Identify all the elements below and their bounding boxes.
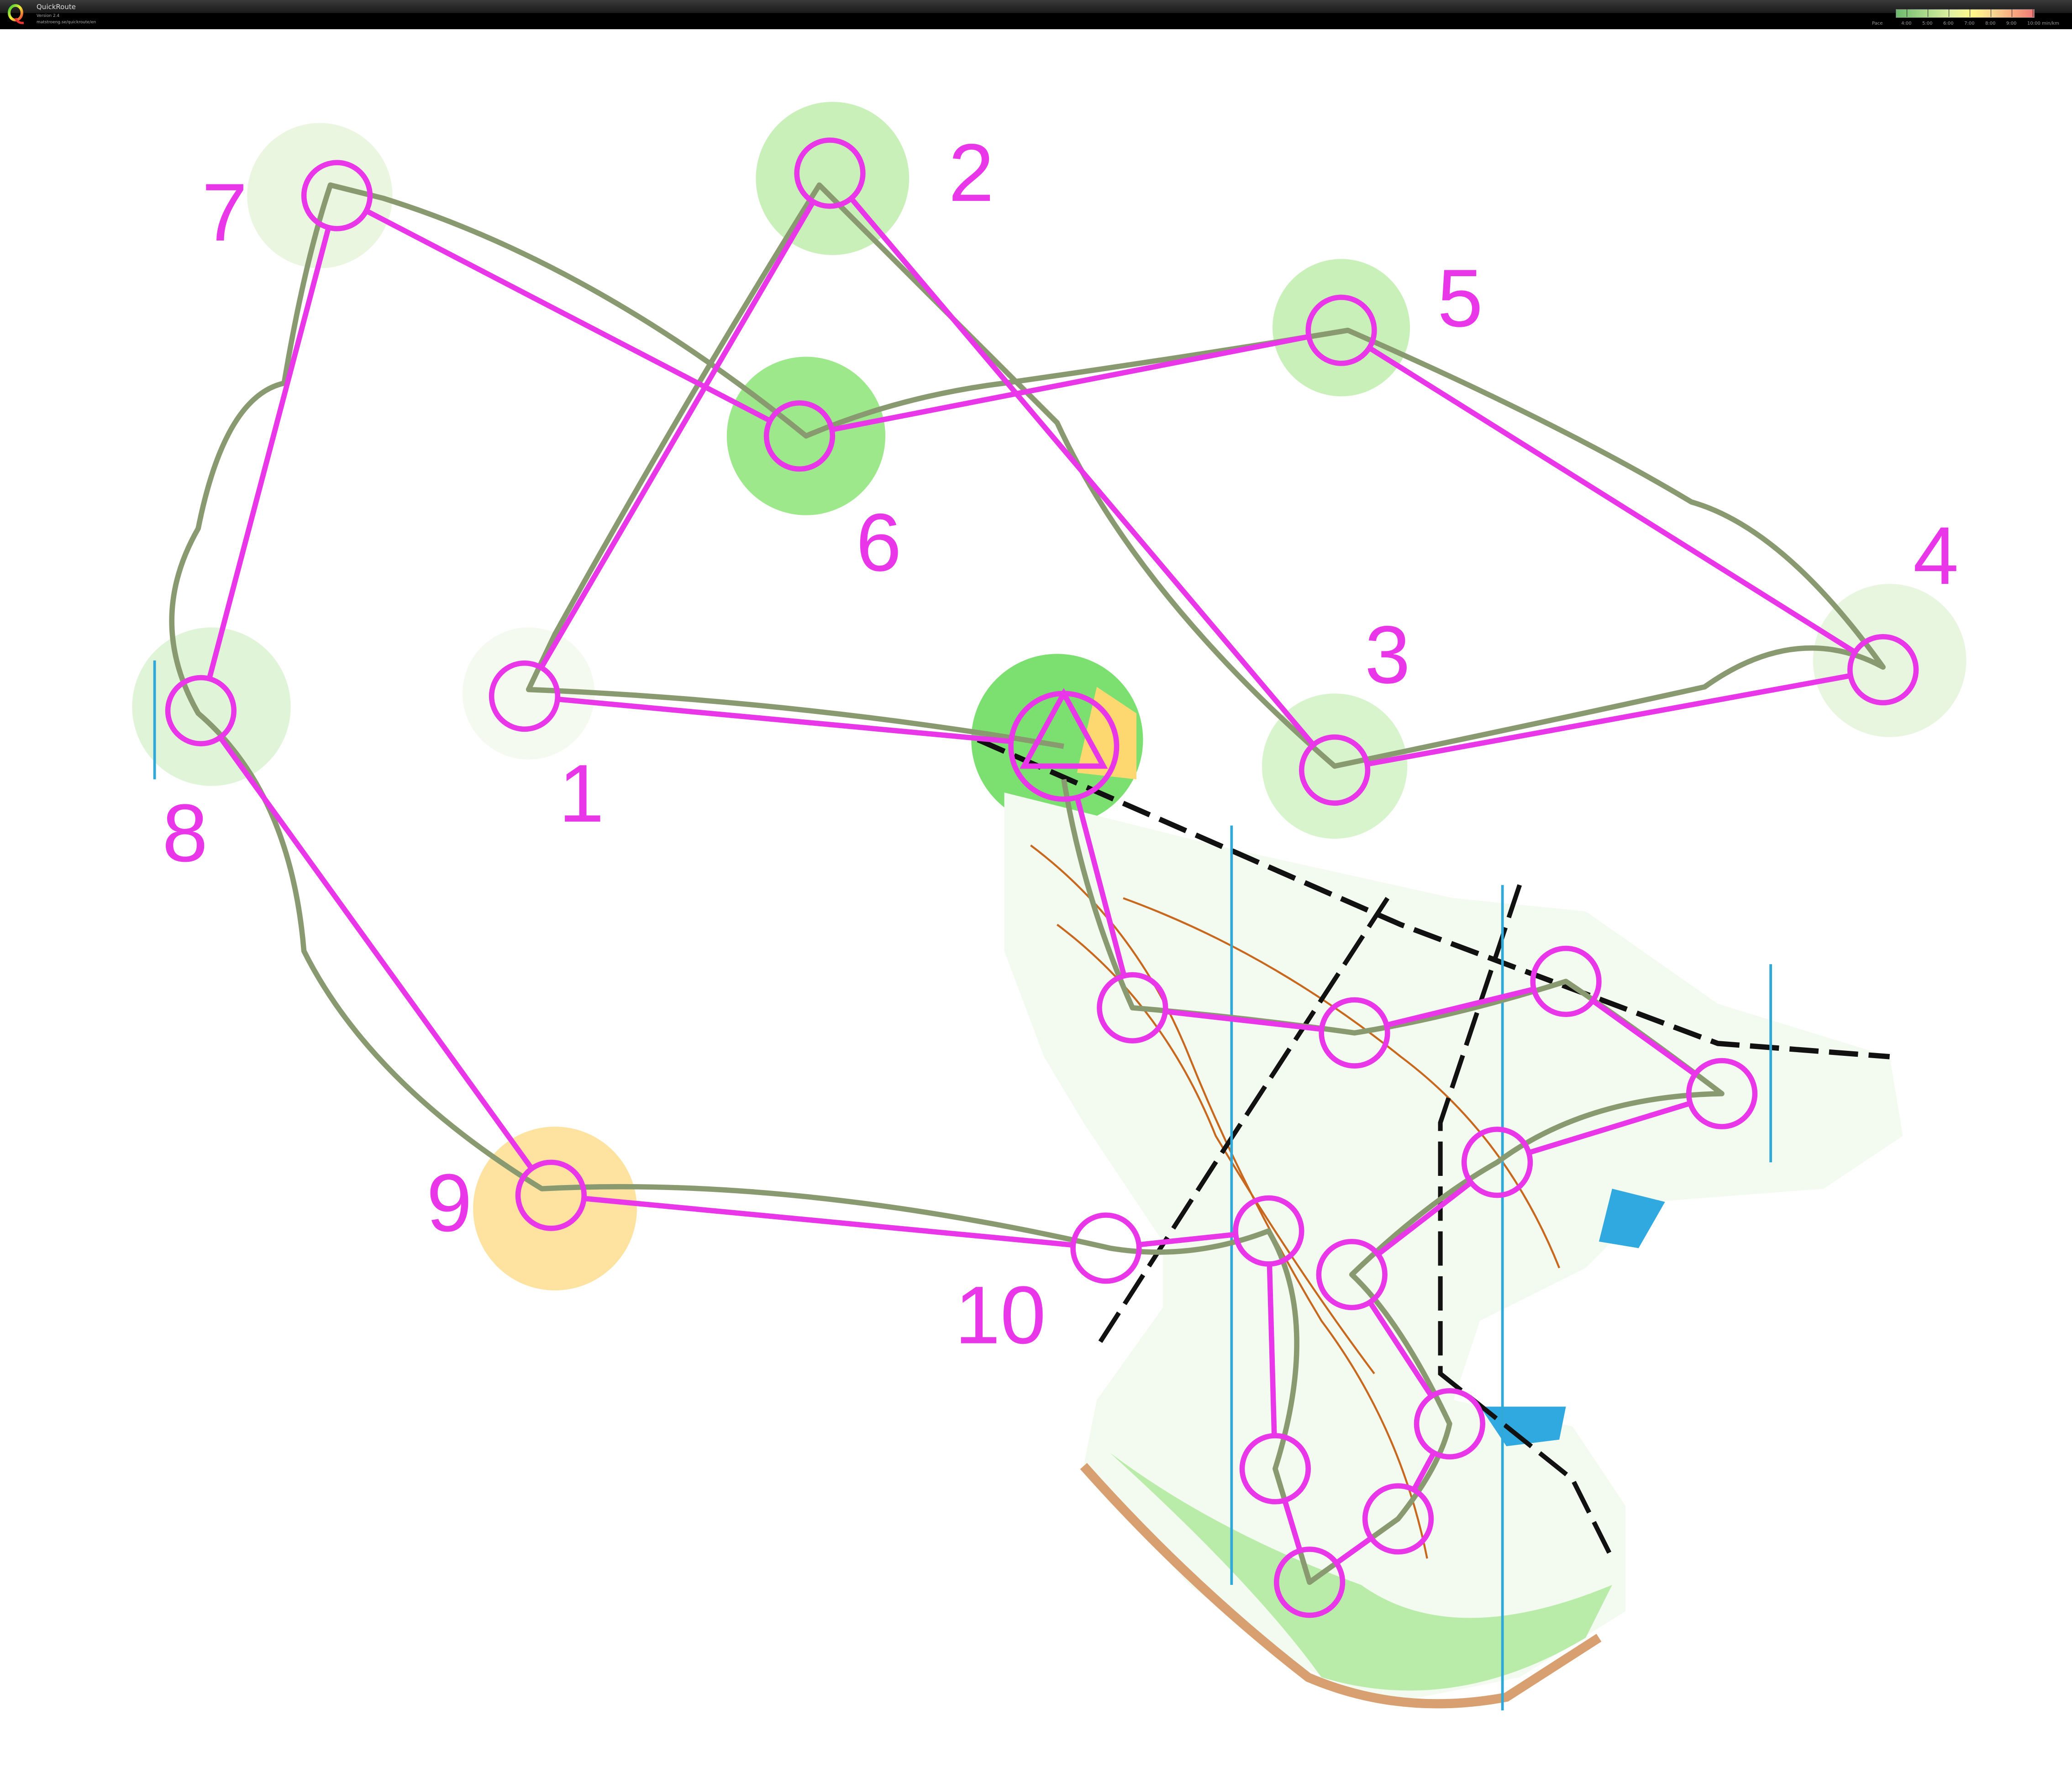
control-circle[interactable]: [489, 660, 561, 732]
control-circle[interactable]: [165, 675, 237, 746]
pace-tick-label: 7:00: [1964, 21, 1975, 26]
control-circle[interactable]: [1316, 1239, 1388, 1311]
pace-tick-label: 8:00: [1985, 21, 1996, 26]
course-leg: [1165, 1009, 1322, 1032]
pace-tick-label: 6:00: [1943, 21, 1954, 26]
control-circle[interactable]: [1097, 972, 1168, 1044]
control-circle[interactable]: [1305, 294, 1377, 366]
course-leg: [831, 334, 1309, 432]
course-leg: [1335, 1536, 1373, 1565]
pace-tick-label: 10:00: [2027, 21, 2040, 26]
start-triangle-icon: [1020, 688, 1108, 769]
gps-route-track: [169, 182, 1886, 1585]
pace-unit: min/km: [2042, 21, 2059, 26]
control-number: 1: [559, 748, 605, 839]
control-circle[interactable]: [1414, 1388, 1486, 1460]
app-version: Version 2.4: [37, 14, 60, 18]
control-circle[interactable]: [794, 137, 866, 209]
course-leg: [557, 696, 1012, 744]
course-leg: [365, 208, 772, 423]
control-circle[interactable]: [1686, 1058, 1758, 1129]
course-leg: [1386, 986, 1535, 1028]
pace-tick-label: 5:00: [1922, 21, 1933, 26]
control-number: 8: [162, 788, 208, 879]
course-leg: [1367, 673, 1851, 767]
control-circle[interactable]: [1299, 734, 1371, 806]
pace-legend: Pace 4:00 5:00 6:00 7:00 8:00 9:00 10:00 min/k…: [1872, 8, 2072, 29]
control-circle[interactable]: [1273, 1547, 1346, 1618]
control-number: 7: [202, 167, 247, 258]
control-circle[interactable]: [1319, 997, 1390, 1069]
pace-color-scale: [1896, 9, 2035, 18]
course-leg: [206, 226, 331, 680]
course-leg: [1591, 998, 1697, 1077]
finish-double-circle-icon: [1008, 691, 1120, 802]
app-header: QuickRoute Version 2.4 matstroeng.se/qui…: [0, 0, 2072, 29]
course-leg: [849, 196, 1315, 747]
control-number: 4: [1913, 510, 1959, 602]
app-title: QuickRoute: [37, 3, 76, 11]
course-leg: [539, 200, 816, 669]
control-circle[interactable]: [515, 1159, 587, 1231]
course-leg: [1282, 1500, 1303, 1552]
course-leg: [1528, 1101, 1691, 1155]
pace-label: Pace: [1872, 21, 1883, 26]
course-leg: [218, 736, 534, 1170]
control-circle[interactable]: [301, 160, 373, 231]
course-leg: [1138, 1232, 1236, 1248]
orienteering-map[interactable]: 1 2 3 4 5 6 7 8 9 10: [0, 29, 2072, 1783]
control-circle[interactable]: [1847, 634, 1919, 706]
course-leg: [1267, 1264, 1277, 1436]
control-circle[interactable]: [1461, 1127, 1533, 1198]
map-terrain: [132, 102, 1967, 1710]
course-leg: [1411, 1451, 1436, 1491]
control-circle[interactable]: [1239, 1433, 1311, 1505]
control-circle[interactable]: [763, 400, 836, 472]
pace-tick-label: 4:00: [1901, 21, 1912, 26]
course-overlay: [165, 137, 1919, 1618]
course-leg: [1367, 346, 1856, 655]
control-circle[interactable]: [1530, 945, 1602, 1017]
quickroute-logo-icon: [8, 4, 24, 24]
control-number: 10: [955, 1270, 1046, 1361]
control-circle[interactable]: [1362, 1483, 1434, 1555]
app-url: matstroeng.se/quickroute/en: [37, 20, 96, 25]
control-number: 3: [1365, 609, 1410, 701]
control-number: 9: [426, 1158, 472, 1249]
course-leg: [584, 1196, 1073, 1248]
control-number: 5: [1437, 253, 1483, 344]
control-number: 6: [856, 497, 902, 588]
control-circle[interactable]: [1070, 1212, 1142, 1284]
control-circle[interactable]: [1233, 1195, 1304, 1267]
course-leg: [1367, 1301, 1434, 1398]
course-leg: [1074, 797, 1127, 977]
control-number: 2: [948, 127, 994, 219]
pace-tick-label: 9:00: [2006, 21, 2017, 26]
course-leg: [1376, 1180, 1473, 1257]
